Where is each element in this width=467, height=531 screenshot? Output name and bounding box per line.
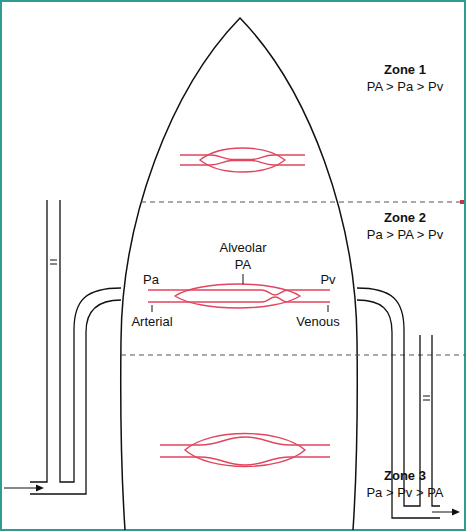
pressure-relation: Pa > PA > Pv: [367, 227, 443, 242]
pressure-label: Pv: [320, 272, 335, 287]
water-level: [423, 396, 430, 397]
alveolus: [185, 434, 305, 467]
vessel-label: Venous: [296, 314, 339, 329]
water-level: [50, 264, 57, 265]
leader-line: [328, 305, 329, 312]
capillary-wall: [160, 437, 330, 445]
zone-title: Zone 3: [384, 468, 426, 483]
alveolus: [175, 284, 300, 308]
capillary-wall: [180, 155, 305, 160]
flow-arrow: [4, 488, 38, 489]
pressure-relation: Pa > Pv > PA: [366, 485, 443, 500]
structure-label: Alveolar: [220, 240, 267, 255]
flow-arrow: [432, 512, 452, 513]
arrowhead: [452, 509, 460, 516]
zone-divider: [141, 202, 465, 203]
zone-title: Zone 2: [384, 210, 426, 225]
capillary-wall: [148, 297, 330, 302]
zone-divider: [121, 355, 465, 356]
lung-outline: [121, 18, 358, 530]
capillary-wall: [160, 457, 330, 465]
manometer-tube: [60, 200, 121, 482]
pressure-relation: PA > Pa > Pv: [367, 79, 443, 94]
pressure-label: PA: [235, 257, 251, 272]
inflow-tube: [30, 300, 121, 494]
vessel-label: Arterial: [131, 314, 172, 329]
capillary-wall: [180, 161, 305, 166]
manometer-tube: [30, 200, 47, 482]
leader-line: [152, 305, 153, 312]
arrowhead: [36, 485, 44, 492]
zone-title: Zone 1: [384, 62, 426, 77]
water-level: [50, 260, 57, 261]
leader-line: [243, 274, 244, 284]
manometer-tube: [432, 335, 440, 506]
capillary-wall: [148, 290, 330, 295]
pressure-label: Pa: [143, 272, 159, 287]
water-level: [423, 400, 430, 401]
